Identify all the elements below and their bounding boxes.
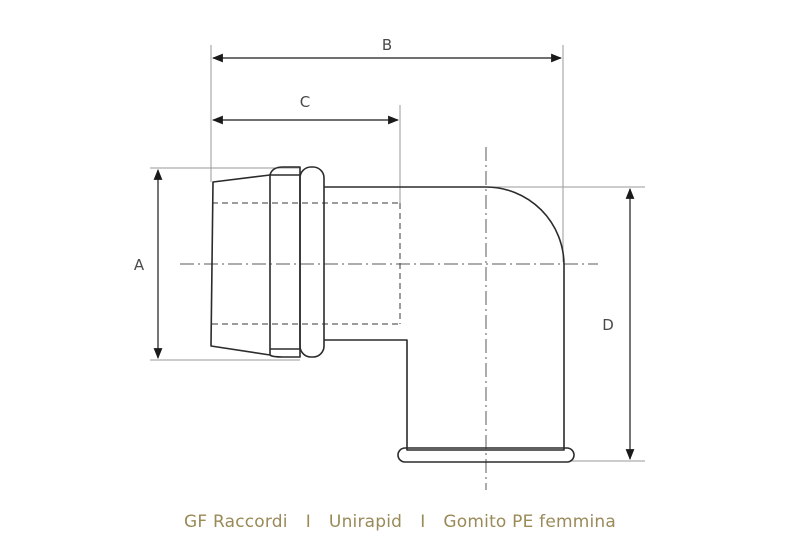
caption-separator: I [305,512,311,532]
end-collar [299,166,325,358]
caption: GF Raccordi I Unirapid I Gomito PE femmina [0,512,800,532]
caption-separator: I [420,512,426,532]
elbow-fitting-drawing: B C A D [134,36,645,490]
caption-series: Unirapid [328,512,403,532]
hidden-bore-lines [212,202,401,325]
fitting-outline [210,166,575,463]
dimension-lines [153,53,635,461]
bottom-flange [397,447,575,463]
dimension-label-c: C [300,93,310,111]
center-lines [180,147,598,490]
caption-product: Gomito PE femmina [443,512,617,532]
dimension-label-d: D [602,316,614,334]
extension-lines [150,45,645,462]
coupling-ring [269,166,301,358]
dimension-label-a: A [134,256,145,274]
caption-brand: GF Raccordi [183,512,288,532]
dimension-label-b: B [382,36,392,54]
elbow-body [324,186,565,451]
socket-tube [210,174,271,356]
